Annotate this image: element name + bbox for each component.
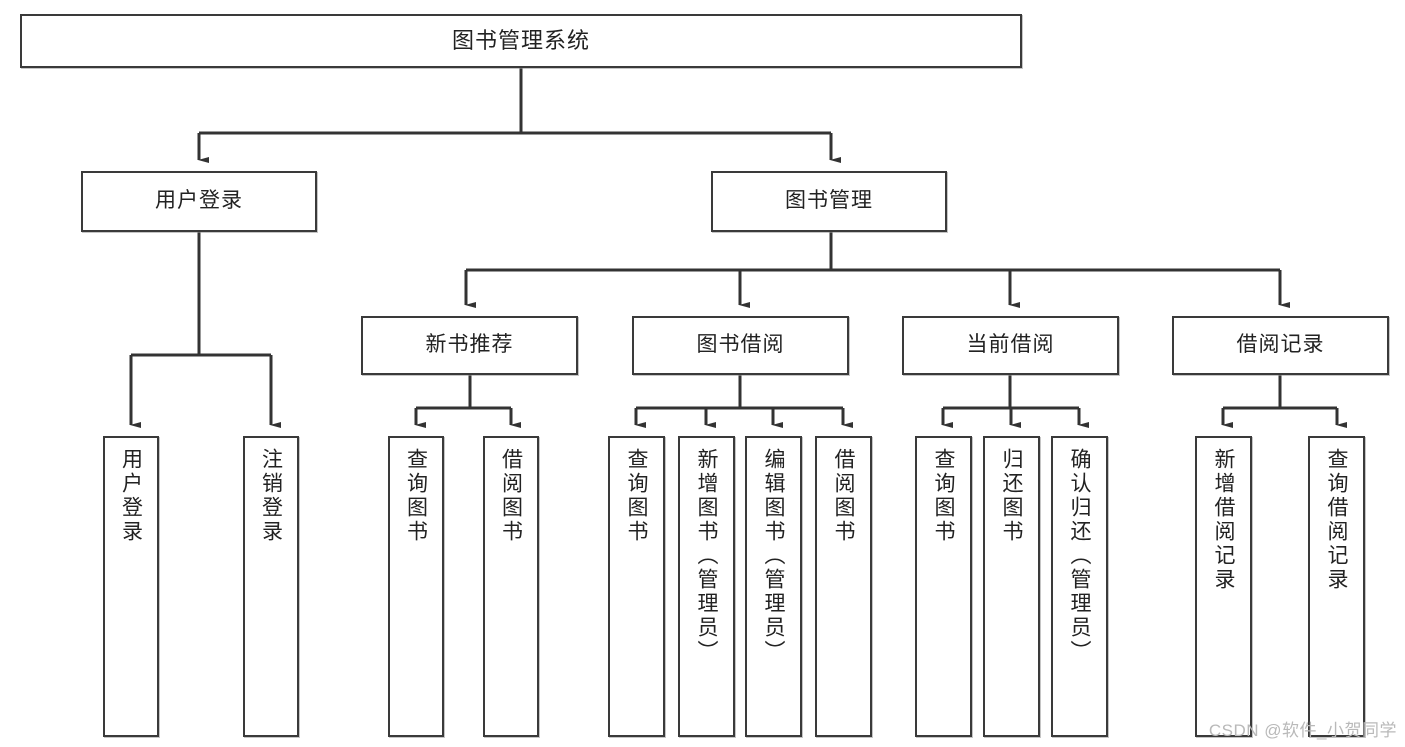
leaf-add-record[interactable]: 新增借阅记录: [1195, 436, 1252, 737]
node-book-manage[interactable]: 图书管理: [711, 171, 947, 232]
node-current-borrow[interactable]: 当前借阅: [902, 316, 1119, 375]
node-new-book-rec[interactable]: 新书推荐: [361, 316, 578, 375]
node-borrow-record[interactable]: 借阅记录: [1172, 316, 1389, 375]
leaf-borrow-book-1-label: 借阅图书: [499, 448, 523, 544]
leaf-query-book-2[interactable]: 查询图书: [608, 436, 665, 737]
node-book-borrow-label: 图书借阅: [696, 333, 785, 357]
node-current-borrow-label: 当前借阅: [966, 333, 1055, 357]
leaf-add-book-label: 新增图书（管理员）: [695, 448, 718, 664]
leaf-query-book-3-label: 查询图书: [932, 448, 955, 544]
node-root[interactable]: 图书管理系统: [20, 14, 1022, 68]
leaf-add-book[interactable]: 新增图书（管理员）: [678, 436, 735, 737]
leaf-logout-label: 注销登录: [259, 448, 283, 544]
leaf-borrow-book-2[interactable]: 借阅图书: [815, 436, 872, 737]
leaf-edit-book[interactable]: 编辑图书（管理员）: [745, 436, 802, 737]
node-new-book-rec-label: 新书推荐: [425, 333, 514, 357]
leaf-logout[interactable]: 注销登录: [243, 436, 299, 737]
csdn-watermark: CSDN @软件_小贺同学: [1208, 721, 1397, 740]
node-user-login-label: 用户登录: [155, 189, 243, 213]
leaf-return-book[interactable]: 归还图书: [983, 436, 1040, 737]
leaf-borrow-book-2-label: 借阅图书: [832, 448, 855, 544]
leaf-query-record[interactable]: 查询借阅记录: [1308, 436, 1365, 737]
node-user-login[interactable]: 用户登录: [81, 171, 317, 232]
node-book-borrow[interactable]: 图书借阅: [632, 316, 849, 375]
leaf-query-book-2-label: 查询图书: [625, 448, 648, 544]
leaf-query-record-label: 查询借阅记录: [1325, 448, 1348, 592]
leaf-query-book-1[interactable]: 查询图书: [388, 436, 444, 737]
node-root-label: 图书管理系统: [451, 28, 590, 54]
leaf-add-record-label: 新增借阅记录: [1212, 448, 1235, 592]
leaf-user-login[interactable]: 用户登录: [103, 436, 159, 737]
leaf-query-book-1-label: 查询图书: [404, 448, 428, 544]
leaf-edit-book-label: 编辑图书（管理员）: [762, 448, 785, 664]
node-book-manage-label: 图书管理: [785, 189, 873, 213]
leaf-confirm-return-label: 确认归还（管理员）: [1068, 448, 1091, 664]
leaf-return-book-label: 归还图书: [1000, 448, 1023, 544]
leaf-borrow-book-1[interactable]: 借阅图书: [483, 436, 539, 737]
leaf-user-login-label: 用户登录: [119, 448, 143, 544]
node-borrow-record-label: 借阅记录: [1236, 333, 1325, 357]
leaf-query-book-3[interactable]: 查询图书: [915, 436, 972, 737]
leaf-confirm-return[interactable]: 确认归还（管理员）: [1051, 436, 1108, 737]
